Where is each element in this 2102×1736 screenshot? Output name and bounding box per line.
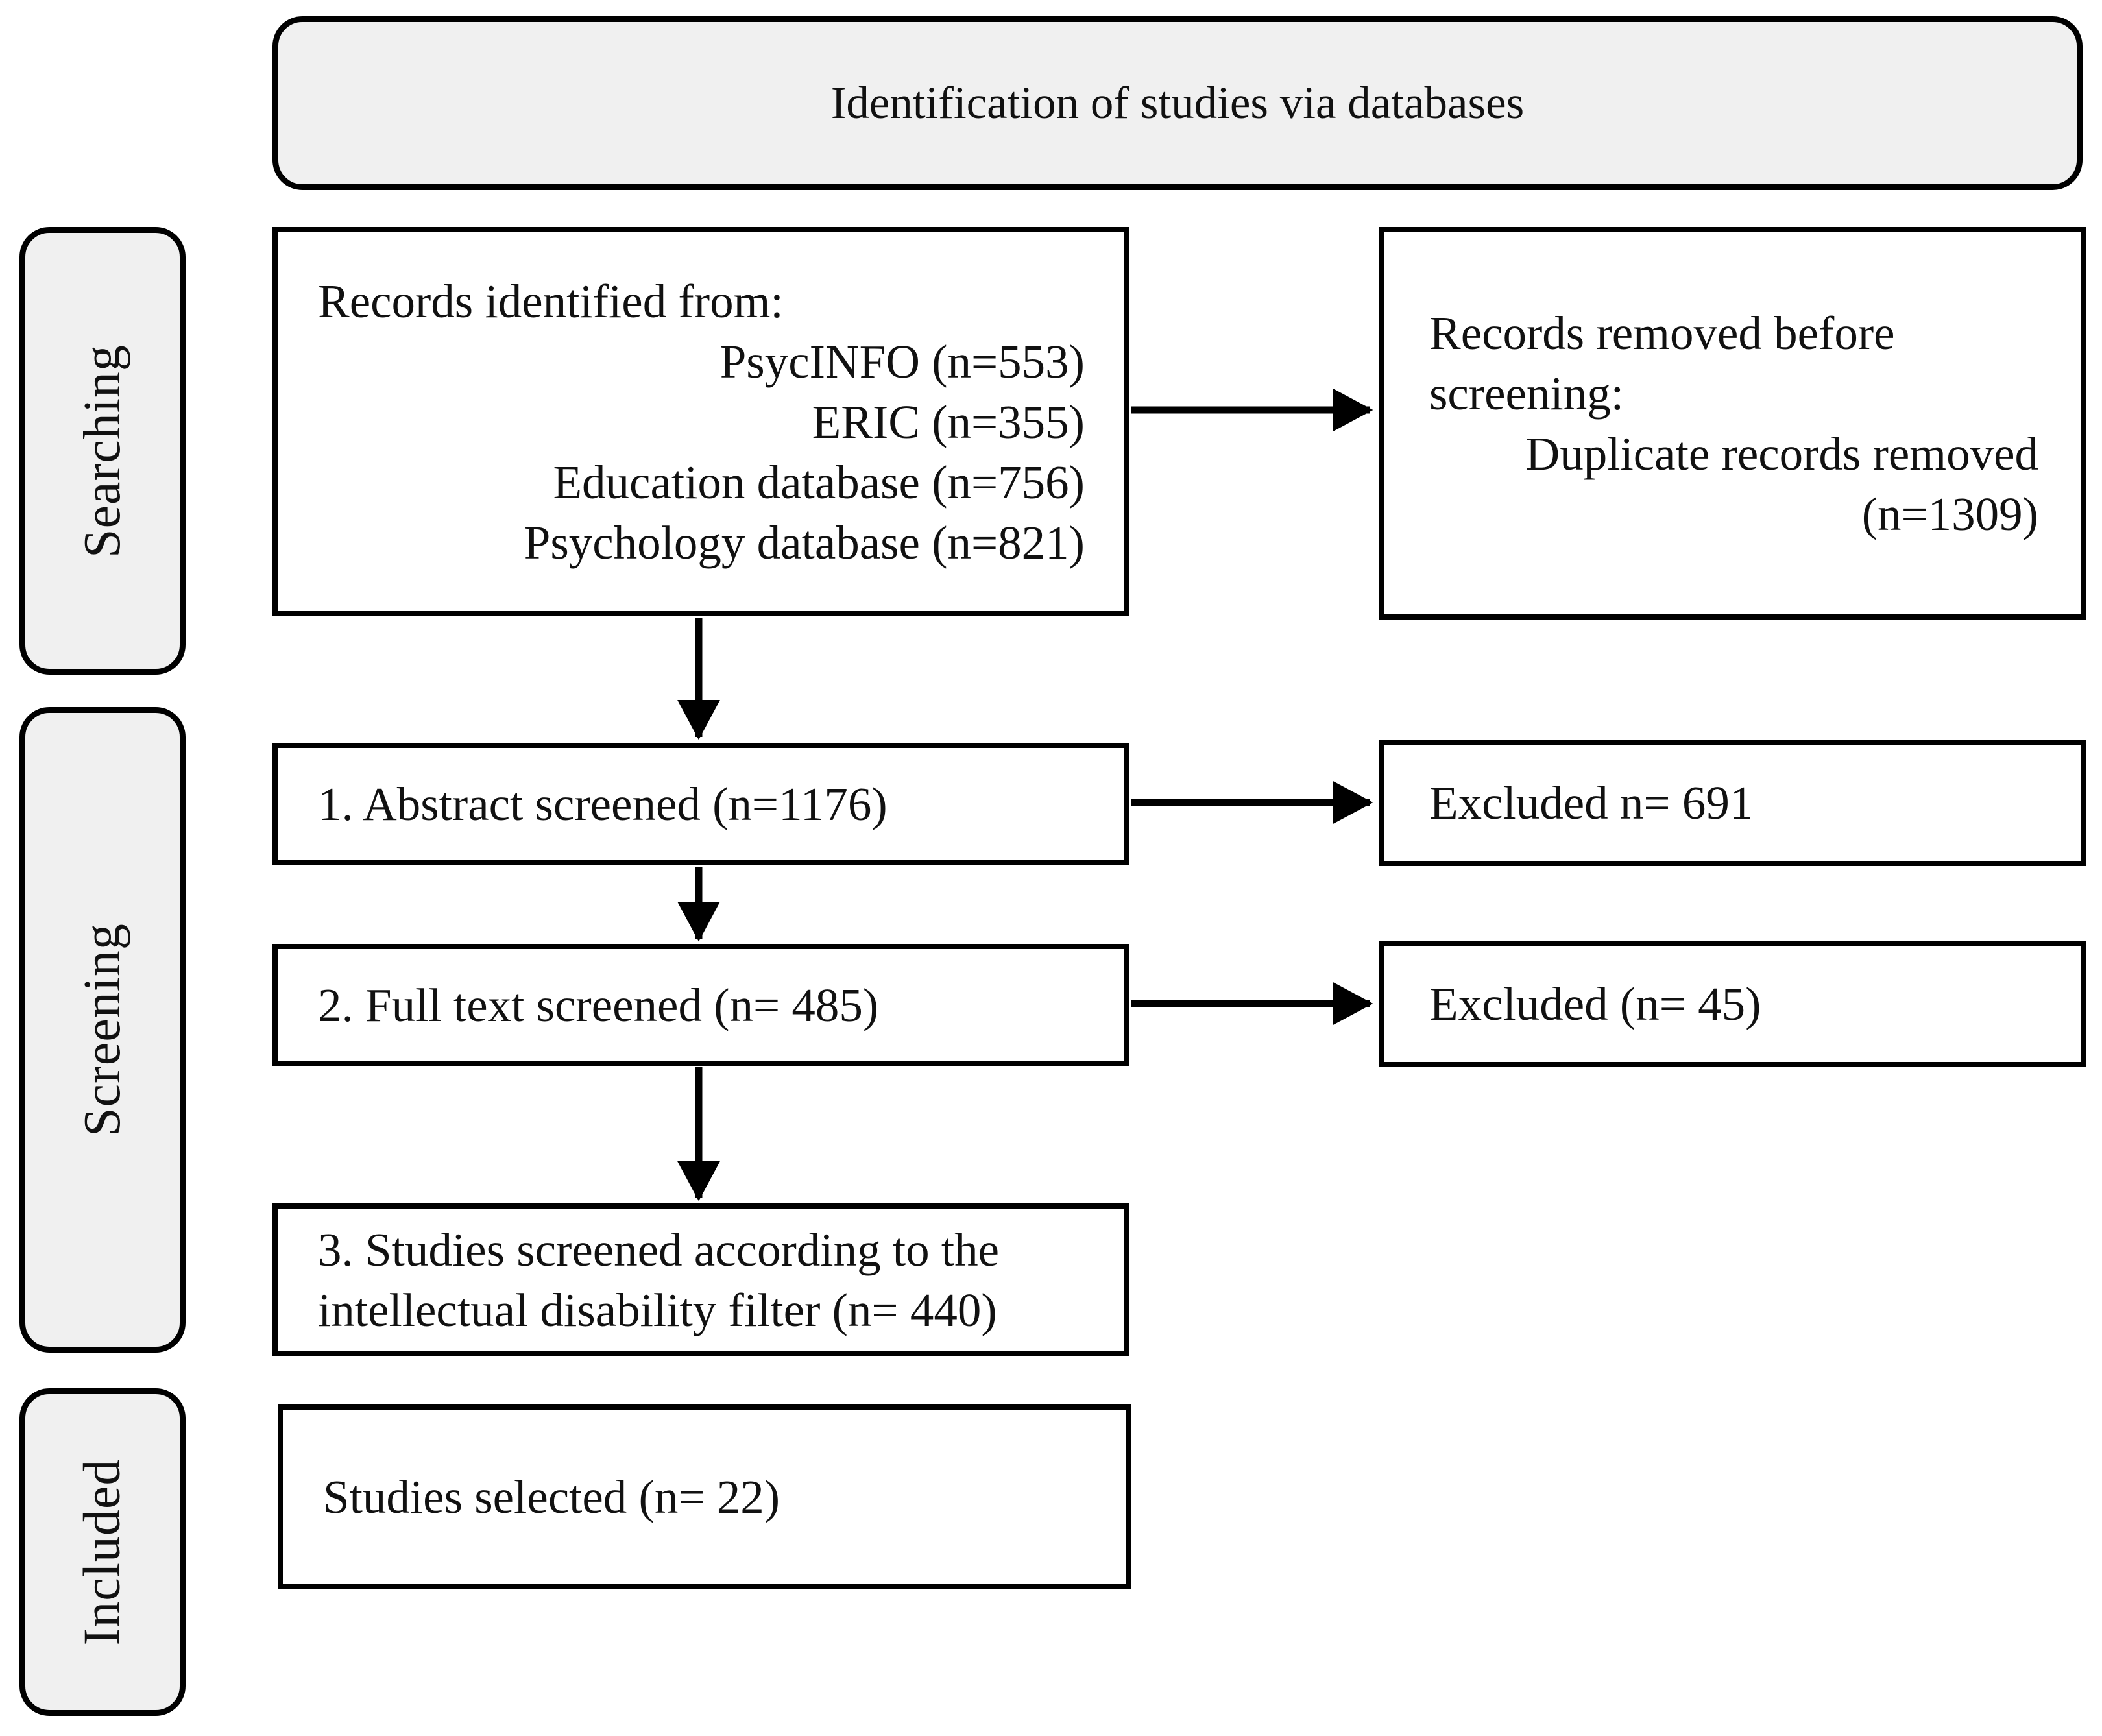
- records-removed-count: (n=1309): [1861, 487, 2038, 540]
- full-text-screened-label: 2. Full text screened (n= 485): [318, 978, 879, 1031]
- records-removed-heading: Records removed before screening:: [1429, 306, 1895, 420]
- records-identified-source: ERIC (n=355): [812, 395, 1085, 448]
- disability-filter-box: 3. Studies screened according to the int…: [272, 1203, 1129, 1356]
- excluded-after-full-text-box: Excluded (n= 45): [1379, 941, 2086, 1067]
- records-identified-intro: Records identified from:: [318, 274, 784, 328]
- records-identified-source: Psychology database (n=821): [524, 516, 1085, 569]
- header-box: Identification of studies via databases: [272, 16, 2083, 190]
- abstract-screened-label: 1. Abstract screened (n=1176): [318, 777, 888, 830]
- records-removed-box: Records removed before screening: Duplic…: [1379, 227, 2086, 620]
- records-removed-reason: Duplicate records removed: [1525, 427, 2039, 480]
- disability-filter-label: 3. Studies screened according to the int…: [318, 1223, 1000, 1336]
- abstract-screened-box: 1. Abstract screened (n=1176): [272, 743, 1129, 865]
- stage-label-searching: Searching: [19, 227, 186, 675]
- header-title: Identification of studies via databases: [830, 77, 1525, 128]
- studies-selected-box: Studies selected (n= 22): [278, 1404, 1131, 1589]
- stage-label-included-text: Included: [73, 1458, 131, 1646]
- excluded-after-abstract-label: Excluded n= 691: [1429, 777, 1754, 829]
- stage-label-included: Included: [19, 1388, 186, 1716]
- stage-label-searching-text: Searching: [73, 344, 131, 558]
- full-text-screened-box: 2. Full text screened (n= 485): [272, 944, 1129, 1066]
- stage-label-screening: Screening: [19, 707, 186, 1353]
- records-identified-source: Education database (n=756): [553, 455, 1085, 509]
- excluded-after-full-text-label: Excluded (n= 45): [1429, 978, 1761, 1030]
- records-identified-box: Records identified from: PsycINFO (n=553…: [272, 227, 1129, 616]
- records-identified-source: PsycINFO (n=553): [719, 335, 1085, 388]
- studies-selected-label: Studies selected (n= 22): [323, 1471, 780, 1523]
- excluded-after-abstract-box: Excluded n= 691: [1379, 740, 2086, 866]
- stage-label-screening-text: Screening: [73, 923, 131, 1137]
